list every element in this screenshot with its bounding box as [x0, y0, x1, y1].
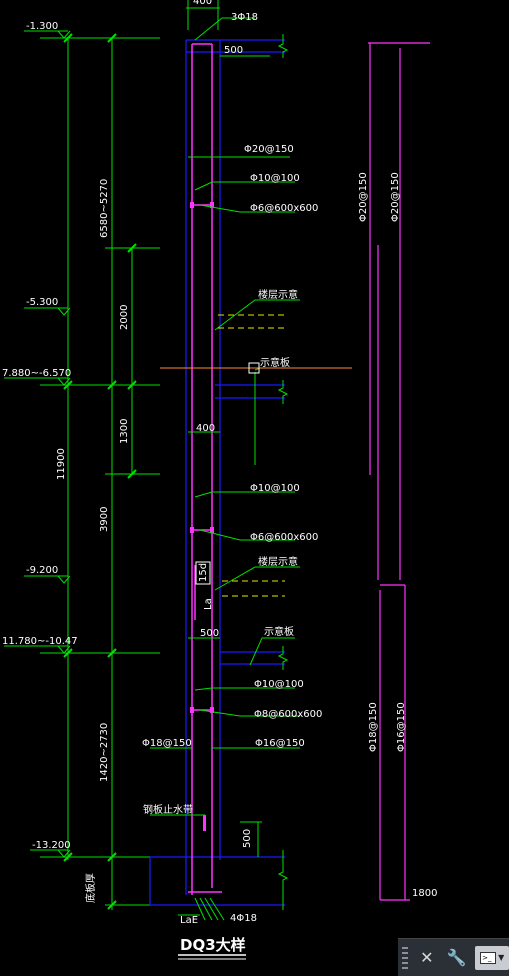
- callout-v2l: Φ18@150: [142, 738, 192, 749]
- dim-seg-b: 2000: [119, 305, 130, 330]
- dim-base-len: 1800: [412, 888, 437, 899]
- bottom-bars-label: 4Φ18: [230, 913, 257, 924]
- lap-la: La: [203, 598, 214, 610]
- terminal-icon: >_: [480, 951, 497, 964]
- drawing-title: DQ3大样: [178, 936, 246, 960]
- callout-s1: Φ10@100: [250, 173, 300, 184]
- elevation-label: -9.200: [26, 565, 58, 576]
- callout-t3: Φ8@600x600: [254, 709, 322, 720]
- dim-seg-d: 3900: [99, 507, 110, 532]
- dim-top-ext: 500: [224, 45, 243, 56]
- dim-lower-ext: 500: [200, 628, 219, 639]
- callout-v1: Φ20@150: [244, 144, 294, 155]
- elevation-label: -1.300: [26, 21, 58, 32]
- elevation-label: -5.300: [26, 297, 58, 308]
- dim-ticks: [63, 33, 137, 910]
- elevation-markers: [4, 30, 71, 858]
- break-lines: [277, 34, 289, 910]
- floor-hatch: [218, 314, 285, 597]
- elev-bot-right: Φ16@150: [396, 702, 407, 752]
- callout-h2: 楼层示意: [258, 555, 298, 568]
- left-dimension-chain: [40, 37, 160, 910]
- dim-bottom-500: 500: [242, 829, 253, 848]
- callout-t2: Φ6@600x600: [250, 532, 318, 543]
- wall-rebar: [188, 43, 222, 895]
- elevation-label: -13.200: [32, 840, 71, 851]
- dim-seg-a: 6580~5270: [99, 179, 110, 238]
- dim-top-width: 400: [193, 0, 212, 7]
- dim-total: 11900: [56, 448, 67, 480]
- wrench-icon[interactable]: 🔧: [446, 948, 467, 967]
- callout-leaders: [150, 156, 300, 921]
- callout-slab2: 示意板: [264, 625, 294, 638]
- command-history-button[interactable]: >_ ▼: [475, 945, 509, 970]
- callout-v2r: Φ16@150: [255, 738, 305, 749]
- close-icon[interactable]: ✕: [420, 948, 434, 967]
- callout-raft: 底板厚: [84, 873, 97, 903]
- dim-seg-e: 1420~2730: [99, 723, 110, 782]
- dim-bottom-lae: LaE: [180, 915, 198, 926]
- top-dims: [186, 0, 270, 57]
- callout-h1: 楼层示意: [258, 288, 298, 301]
- tie-markers: [190, 202, 214, 831]
- elev-top-right: Φ20@150: [390, 172, 401, 222]
- dim-mid-width: 400: [196, 423, 215, 434]
- dim-seg-c: 1300: [119, 419, 130, 444]
- elevation-label: 7.880~-6.570: [2, 368, 71, 379]
- elevation-view-rebar: [368, 42, 430, 901]
- elevation-label: 11.780~-10.47: [2, 636, 78, 647]
- elev-top-left: Φ20@150: [358, 172, 369, 222]
- callout-s2: Φ10@100: [250, 483, 300, 494]
- callout-s3: Φ10@100: [254, 679, 304, 690]
- lap-box: [195, 561, 211, 585]
- elev-bot-left: Φ18@150: [368, 702, 379, 752]
- command-line-toolbar: ✕ 🔧 >_ ▼: [398, 938, 509, 976]
- axis-line: [160, 362, 352, 374]
- callout-slab1: 示意板: [260, 356, 290, 369]
- drag-grip-handle[interactable]: [402, 946, 408, 969]
- callout-waterstop: 钢板止水带: [143, 803, 193, 816]
- wall-outline: [149, 39, 285, 906]
- lap-15d: 15d: [198, 563, 209, 582]
- callout-t1: Φ6@600x600: [250, 203, 318, 214]
- chevron-down-icon: ▼: [498, 953, 505, 962]
- top-bars-label: 3Φ18: [231, 12, 258, 23]
- svg-text:DQ3大样: DQ3大样: [180, 936, 246, 954]
